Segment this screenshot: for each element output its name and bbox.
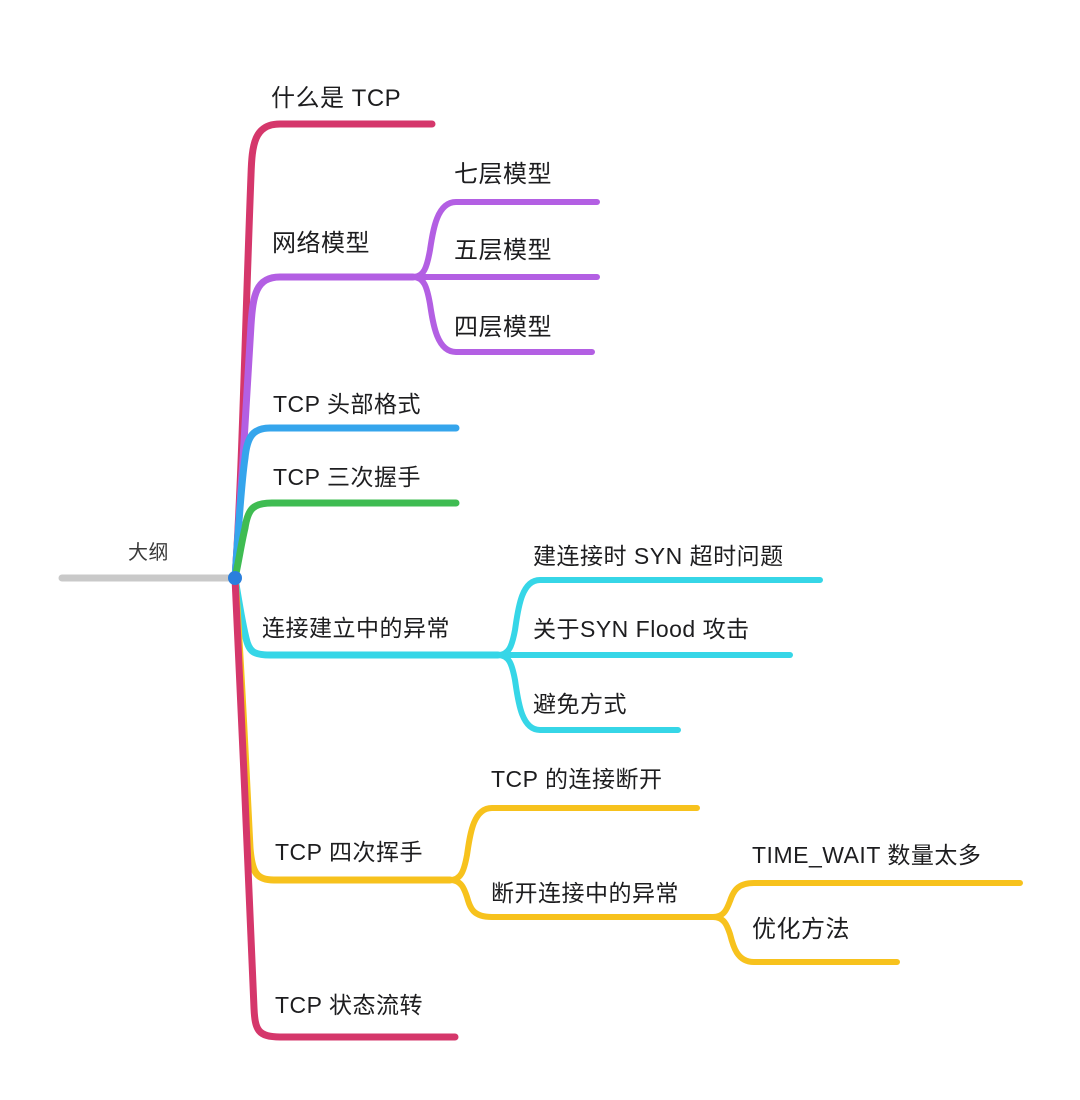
node-seven-layer-model[interactable]: 七层模型 xyxy=(454,161,552,188)
node-tcp-four-way-wave[interactable]: TCP 四次挥手 xyxy=(275,839,423,865)
node-syn-flood[interactable]: 关于SYN Flood 攻击 xyxy=(533,616,750,642)
root-node-handle[interactable] xyxy=(228,571,242,585)
edge-syn-timeout xyxy=(495,577,823,658)
node-tcp-state-transition[interactable]: TCP 状态流转 xyxy=(275,992,423,1018)
node-connection-setup-issues[interactable]: 连接建立中的异常 xyxy=(262,615,450,641)
edge-seven-layer-model xyxy=(410,199,600,280)
edge-four-layer-model xyxy=(410,274,595,355)
edge-tcp-disconnect xyxy=(447,805,700,883)
node-time-wait-too-many[interactable]: TIME_WAIT 数量太多 xyxy=(752,842,982,868)
edge-optimization xyxy=(710,914,900,965)
node-network-model[interactable]: 网络模型 xyxy=(272,230,370,257)
edge-tcp-header-format xyxy=(231,424,460,582)
node-syn-timeout[interactable]: 建连接时 SYN 超时问题 xyxy=(533,543,784,569)
node-optimization[interactable]: 优化方法 xyxy=(752,916,850,943)
edge-what-is-tcp xyxy=(231,120,436,582)
node-root[interactable]: 大纲 xyxy=(128,542,169,564)
node-what-is-tcp[interactable]: 什么是 TCP xyxy=(271,85,402,112)
node-tcp-disconnect[interactable]: TCP 的连接断开 xyxy=(491,766,663,792)
edge-tcp-state-transition xyxy=(231,574,459,1041)
node-five-layer-model[interactable]: 五层模型 xyxy=(454,237,552,264)
node-tcp-three-way-handshake[interactable]: TCP 三次握手 xyxy=(273,464,421,490)
node-disconnect-issues[interactable]: 断开连接中的异常 xyxy=(491,880,679,906)
node-four-layer-model[interactable]: 四层模型 xyxy=(454,314,552,341)
edge-tcp-three-way-handshake xyxy=(231,499,460,582)
node-avoidance[interactable]: 避免方式 xyxy=(533,691,627,717)
edge-time-wait-too-many xyxy=(710,880,1023,920)
edge-disconnect-issues xyxy=(447,877,716,920)
edge-avoidance xyxy=(495,652,681,733)
node-tcp-header-format[interactable]: TCP 头部格式 xyxy=(273,391,421,417)
